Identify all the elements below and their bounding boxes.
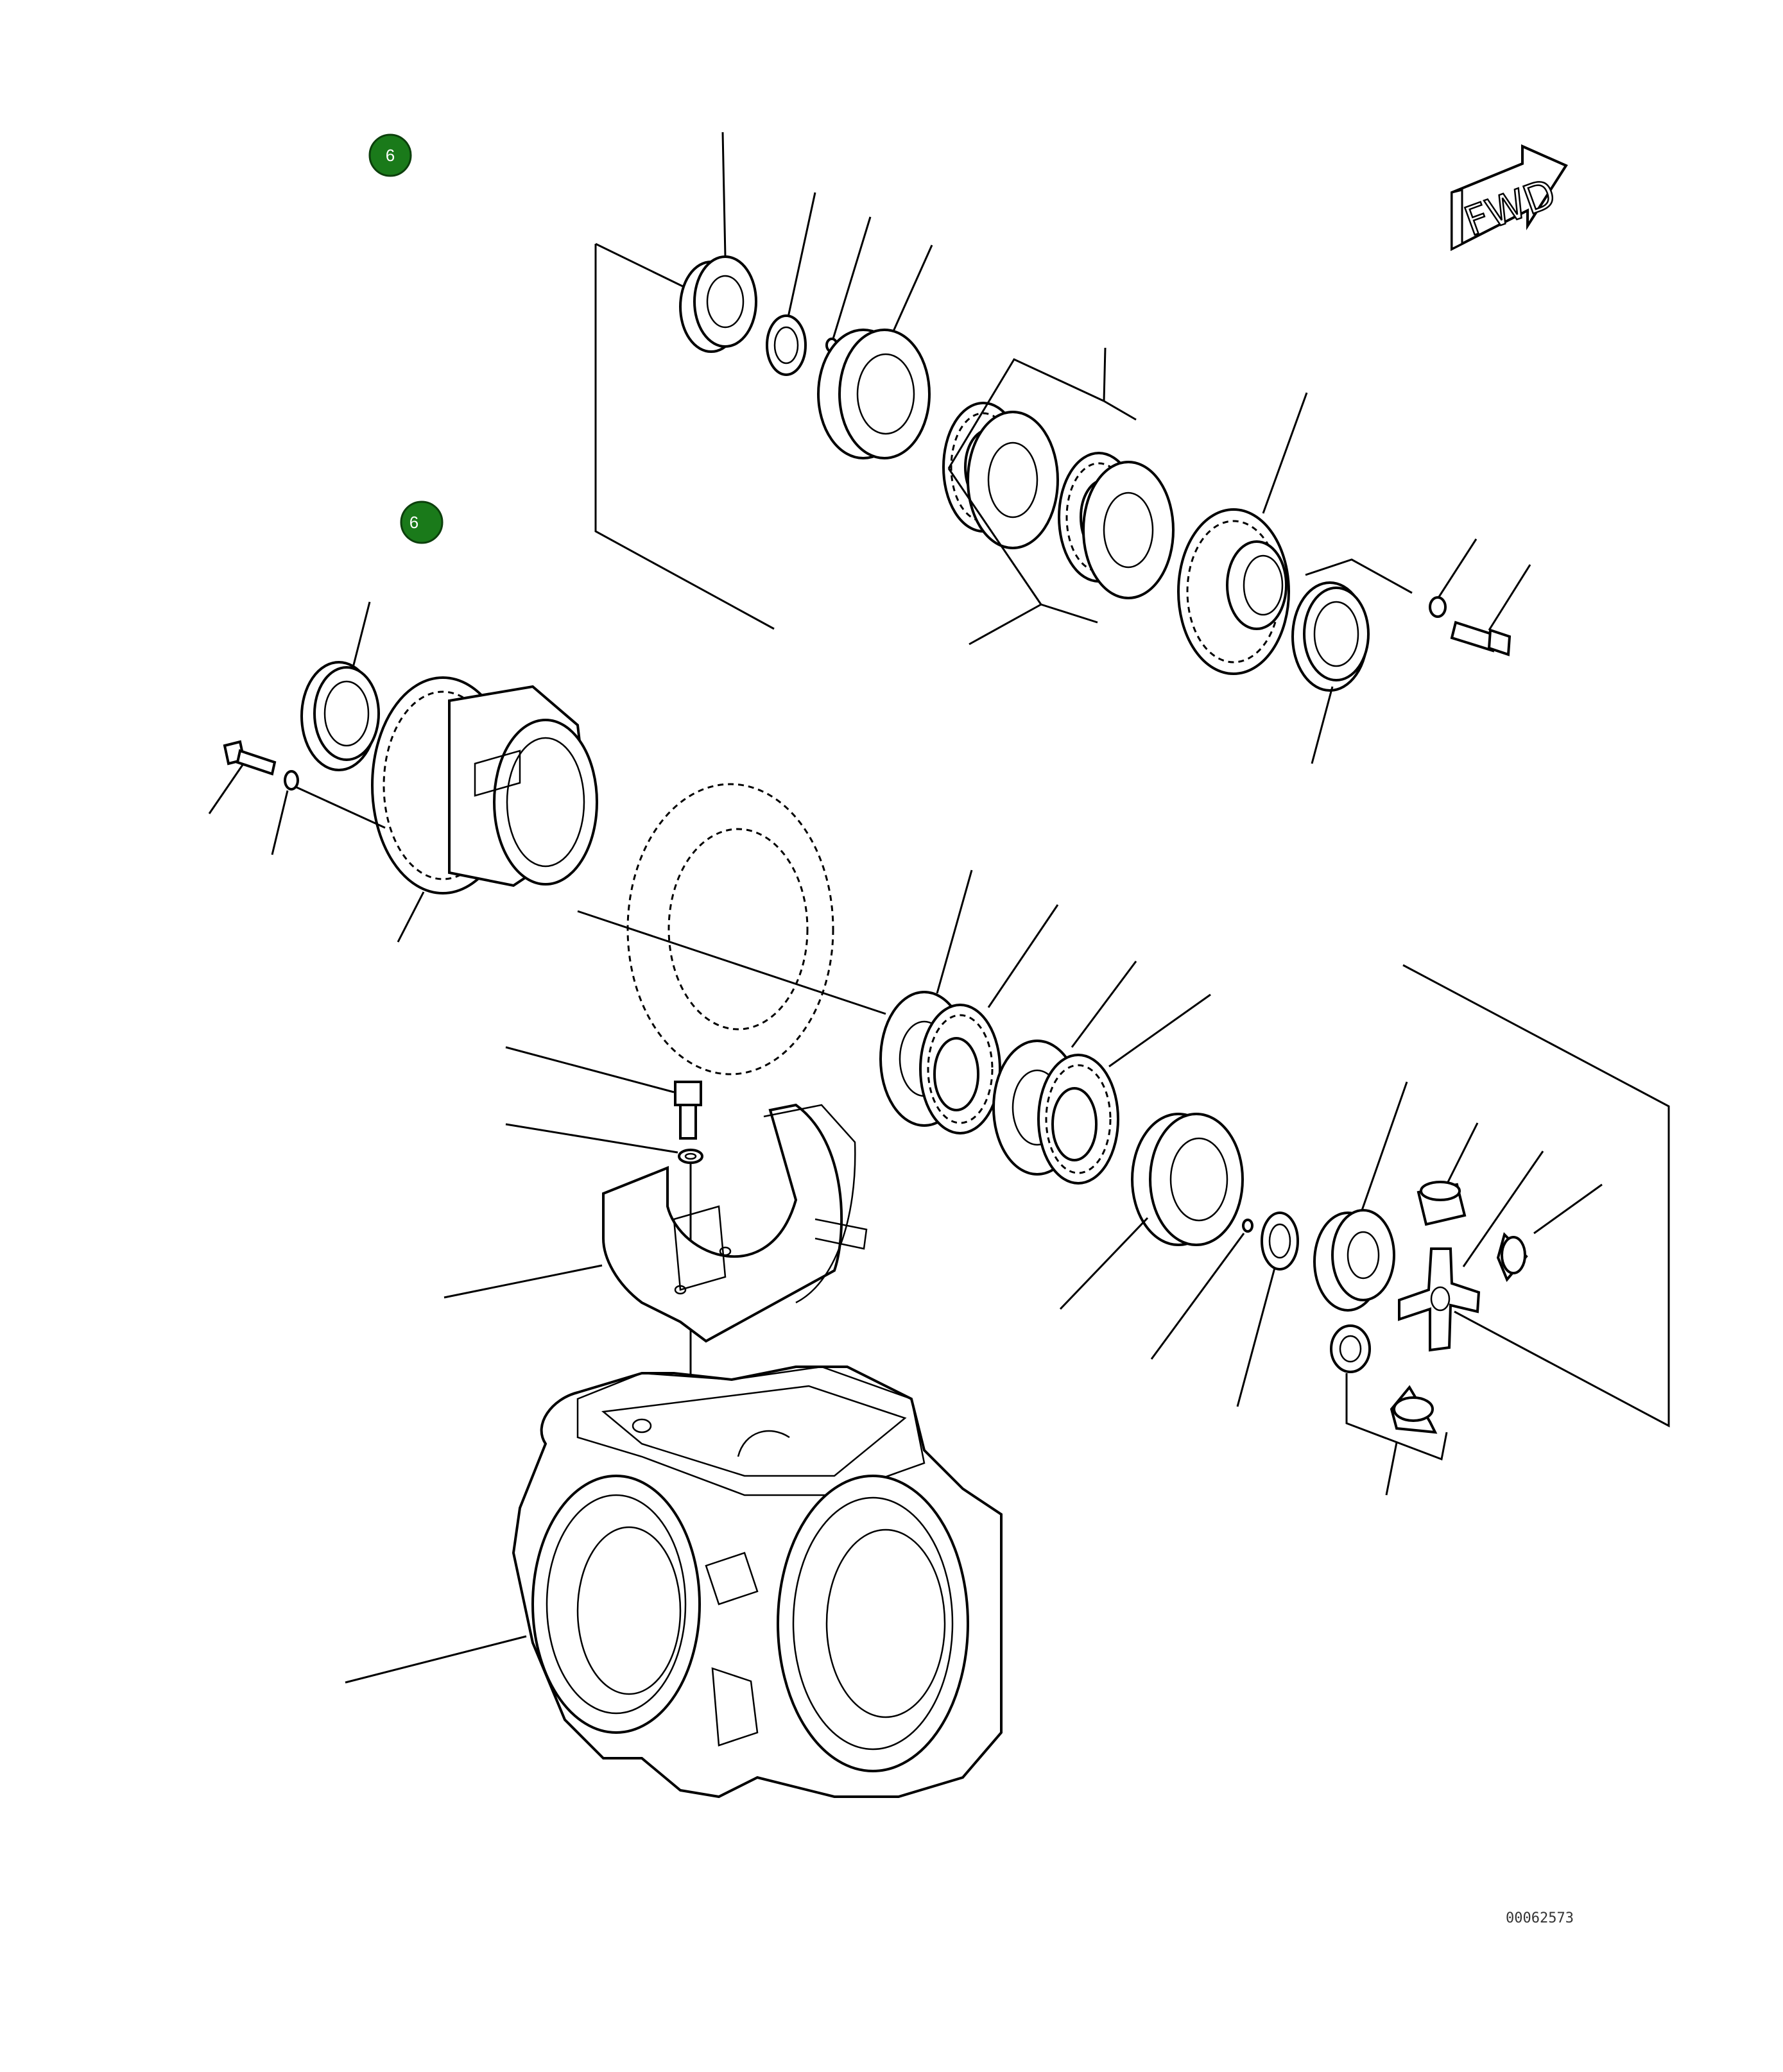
upper-clutch-assembly: [594, 132, 1531, 764]
bolt-icon: [223, 740, 277, 776]
middle-case-assembly: [208, 601, 1299, 1407]
callout-label: 6: [386, 146, 395, 165]
forward-direction-arrow-icon: FWD: [1451, 144, 1568, 252]
drawing-code: 00062573: [1506, 1910, 1574, 1926]
cover-assembly: [444, 1046, 868, 1585]
bolt-icon: [674, 1081, 702, 1140]
callout-6-middle[interactable]: 6: [400, 501, 444, 544]
callout-6-top[interactable]: 6: [368, 133, 412, 177]
callout-label: 6: [409, 513, 418, 532]
spider-gear-assembly: [1313, 964, 1670, 1496]
bolt-icon: [1450, 621, 1512, 656]
axle-housing: [345, 1366, 1003, 1799]
